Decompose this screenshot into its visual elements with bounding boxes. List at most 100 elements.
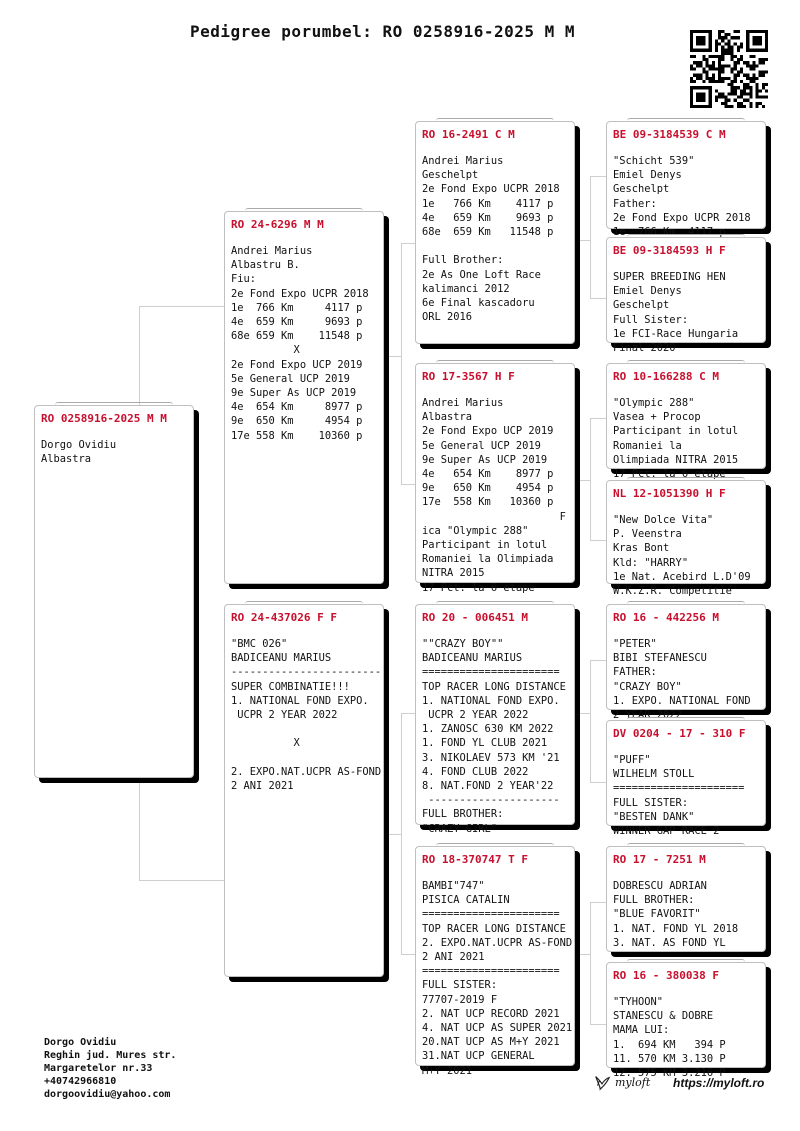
detail-line: ica "Olympic 288" xyxy=(422,524,529,537)
detail-line: 2e Fond Expo UCP 2019 xyxy=(422,425,554,438)
detail-line: 4e 659 Km 9693 p xyxy=(231,316,363,329)
ring-number: RO 10-166288 C M xyxy=(613,370,719,383)
pigeon-card-dam-dam-dam[interactable]: RO 16 - 380038 F "TYHOON"STANESCU & DOBR… xyxy=(606,959,766,1079)
detail-line: "BMC 026" xyxy=(231,638,288,650)
detail-line xyxy=(231,722,379,736)
detail-line: 1e 766 Km 4117 p xyxy=(422,197,554,210)
website-link[interactable]: https://myloft.ro xyxy=(673,1076,765,1090)
detail-line: Andrei Marius xyxy=(231,245,313,257)
detail-line: 3. NAT. AS FOND YL xyxy=(613,936,726,949)
detail-line: DOBRESCU ADRIAN xyxy=(613,880,707,892)
detail-line: 68e 659 Km 11548 p xyxy=(231,330,363,343)
detail-line: FATHER: xyxy=(613,666,657,679)
card-top-edge xyxy=(627,477,745,482)
detail-line: 6e Final kascadoru xyxy=(422,297,535,310)
detail-line: 2e Fond Expo UCPR 2018 xyxy=(422,183,560,196)
detail-line: "BLUE FAVORIT" xyxy=(613,908,701,921)
detail-line: STANESCU & DOBRE xyxy=(613,1010,714,1023)
detail-line: 1. NATIONAL FOND EXPO. xyxy=(231,694,369,707)
qr-code-icon xyxy=(690,30,768,108)
pigeon-card-dam[interactable]: RO 24-437026 F F "BMC 026"BADICEANU MARI… xyxy=(224,601,384,977)
detail-line: Albastru B. xyxy=(231,259,300,272)
detail-line: 2 ANI 2021 xyxy=(422,951,485,964)
connector-line xyxy=(574,713,590,714)
detail-line: Fiu: xyxy=(231,273,257,286)
detail-line: Romaniei la xyxy=(613,439,682,452)
detail-line: "PUFF" xyxy=(613,754,651,766)
detail-line: MAMA LUI: xyxy=(613,1024,670,1037)
detail-line: 11. 570 KM 3.130 P xyxy=(613,1052,726,1065)
card-top-edge xyxy=(245,601,363,606)
ring-number: NL 12-1051390 H F xyxy=(613,487,726,500)
detail-line: Andrei Marius xyxy=(422,397,504,409)
connector-line xyxy=(590,298,606,299)
card-top-edge xyxy=(627,843,745,848)
connector-line xyxy=(590,418,606,419)
card-top-edge xyxy=(627,717,745,722)
detail-line: 1e 766 Km 4117 p xyxy=(231,301,363,314)
detail-line: NITRA 2015 xyxy=(422,567,485,580)
detail-line: 2 ANI 2021 xyxy=(231,780,294,793)
detail-line: Dorgo Ovidiu xyxy=(41,439,117,451)
connector-line xyxy=(139,306,225,307)
pigeon-card-dam-sire[interactable]: RO 20 - 006451 M ""CRAZY BOY""BADICEANU … xyxy=(415,601,575,835)
detail-line: 2 YEAR 2022 xyxy=(613,709,682,722)
detail-line: 4. FOND CLUB 2022 xyxy=(422,765,529,778)
pigeon-card-dam-dam[interactable]: RO 18-370747 T F BAMBI"747"PISICA CATALI… xyxy=(415,843,575,1077)
connector-line xyxy=(401,954,415,955)
pigeon-card-dam-sire-dam[interactable]: DV 0204 - 17 - 310 F "PUFF"WILHELM STOLL… xyxy=(606,717,766,837)
detail-line: 1. NAT. FOND YL 2018 xyxy=(613,922,739,935)
connector-line xyxy=(590,418,591,540)
detail-line: UCPR 2 YEAR 2022 xyxy=(231,709,338,722)
connector-line xyxy=(401,484,415,485)
detail-line: P. Veenstra xyxy=(613,528,682,541)
card-top-edge xyxy=(627,601,745,606)
detail-line: ====================== xyxy=(422,908,560,921)
detail-line: 17e 558 Km 10360 p xyxy=(422,496,554,509)
card-top-edge xyxy=(436,360,554,365)
detail-line: kalimanci 2012 xyxy=(422,282,510,295)
detail-line: Father: xyxy=(613,197,657,210)
detail-line: "CRAZY BOY" xyxy=(613,680,682,693)
detail-line: F xyxy=(422,510,566,523)
connector-line xyxy=(401,243,415,244)
brand-logo[interactable]: myloft xyxy=(593,1073,650,1091)
ring-number: RO 17 - 7251 M xyxy=(613,853,706,866)
detail-line: Final 2020 xyxy=(613,342,676,355)
detail-line: ====================== xyxy=(422,965,560,978)
detail-line: 12. 575 KM 3.216 P xyxy=(613,1067,726,1080)
connector-line xyxy=(590,660,606,661)
detail-line: Margaretelor nr.33 xyxy=(44,1063,153,1074)
ring-number: RO 18-370747 T F xyxy=(422,853,528,866)
detail-line: 2e As One Loft Race xyxy=(422,268,541,281)
detail-line: BADICEANU MARIUS xyxy=(231,652,332,665)
detail-line: Romaniei la Olimpiada xyxy=(422,553,554,566)
detail-line: ===================== xyxy=(613,782,745,795)
detail-line: 77707-2019 F xyxy=(422,993,498,1006)
detail-line: Andrei Marius xyxy=(422,155,504,167)
card-top-edge xyxy=(55,402,173,407)
pigeon-card-sire-dam-sire[interactable]: RO 10-166288 C M "Olympic 288"Vasea + Pr… xyxy=(606,360,766,480)
detail-line xyxy=(231,751,379,765)
pigeon-card-sire-dam-dam[interactable]: NL 12-1051390 H F "New Dolce Vita"P. Vee… xyxy=(606,477,766,597)
pigeon-details: ""CRAZY BOY""BADICEANU MARIUS===========… xyxy=(422,637,570,836)
pigeon-card-sire-sire-sire[interactable]: BE 09-3184539 C M "Schicht 539"Emiel Den… xyxy=(606,118,766,238)
detail-line: Geschelpt xyxy=(613,183,670,196)
detail-line: X xyxy=(231,344,300,357)
detail-line: Emiel Denys xyxy=(613,169,682,182)
detail-line: Kld: "HARRY" xyxy=(613,556,689,569)
card-top-edge xyxy=(627,234,745,239)
